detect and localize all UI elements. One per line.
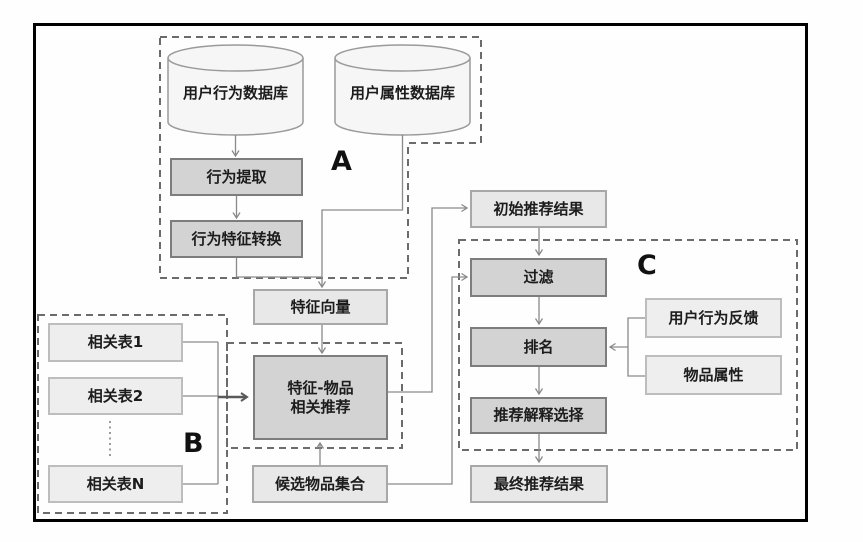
node-label: 行为提取: [206, 167, 267, 186]
node-ranking: 排名: [470, 327, 607, 367]
node-initial-recommendation-results: 初始推荐结果: [470, 190, 607, 228]
node-label: 候选物品集合: [274, 474, 365, 493]
node-label: 相关表N: [86, 474, 145, 493]
node-label: 初始推荐结果: [493, 199, 584, 218]
node-feature-vector: 特征向量: [253, 289, 388, 325]
node-label: 用户行为数据库: [182, 83, 288, 102]
region-b-outline: [37, 314, 228, 514]
region-c-label: C: [637, 250, 657, 281]
node-label: 用户属性数据库: [349, 83, 455, 102]
region-feature-item-outline: [226, 342, 403, 449]
cylinder-user-behavior-db: [167, 58, 304, 136]
figure-border: [33, 23, 808, 522]
line-feedback-merge: [627, 317, 645, 377]
arrow-attributedb-to-feature-vector: [317, 135, 404, 289]
region-a-label: A: [331, 146, 352, 177]
node-label: 过滤: [523, 268, 554, 287]
node-user-behavior-db: 用户行为数据库: [170, 73, 301, 113]
node-label: 排名: [523, 337, 554, 356]
node-user-behavior-feedback: 用户行为反馈: [645, 298, 782, 338]
node-label: 特征向量: [290, 297, 351, 316]
node-label: 相关表2: [87, 386, 144, 405]
cylinder-user-behavior-db-top: [167, 44, 304, 72]
cylinder-user-attribute-db: [334, 58, 471, 136]
node-label: 物品属性: [683, 365, 744, 384]
region-c-outline: [458, 239, 798, 451]
node-item-attributes: 物品属性: [645, 355, 782, 395]
node-candidate-item-set: 候选物品集合: [252, 465, 388, 503]
node-label: 相关表1: [87, 333, 144, 352]
arrow-candidates-to-filter: [388, 272, 469, 485]
node-related-table-2: 相关表2: [48, 377, 183, 415]
node-related-table-1: 相关表1: [48, 323, 183, 362]
node-label-line2: 相关推荐: [290, 397, 351, 416]
region-b-label: B: [183, 428, 204, 459]
node-behavior-extraction: 行为提取: [170, 158, 303, 196]
node-label: 最终推荐结果: [493, 474, 584, 493]
node-filter: 过滤: [470, 258, 607, 297]
node-final-recommendation-results: 最终推荐结果: [470, 465, 608, 503]
node-user-attribute-db: 用户属性数据库: [337, 73, 468, 113]
region-a-outline: [159, 36, 482, 279]
arrow-feature-item-to-initial-results: [388, 203, 469, 393]
node-label-line1: 特征-物品: [287, 378, 354, 397]
node-feature-item-recommendation: 特征-物品 相关推荐: [253, 355, 388, 440]
node-label: 用户行为反馈: [668, 308, 759, 327]
node-behavior-feature-conversion: 行为特征转换: [170, 220, 303, 258]
node-label: 推荐解释选择: [493, 406, 584, 425]
node-label: 行为特征转换: [191, 229, 282, 248]
node-related-table-n: 相关表N: [48, 465, 183, 503]
cylinder-user-attribute-db-top: [334, 44, 471, 72]
line-conversion-to-merge: [235, 258, 322, 278]
node-recommendation-explanation-selection: 推荐解释选择: [470, 397, 607, 434]
